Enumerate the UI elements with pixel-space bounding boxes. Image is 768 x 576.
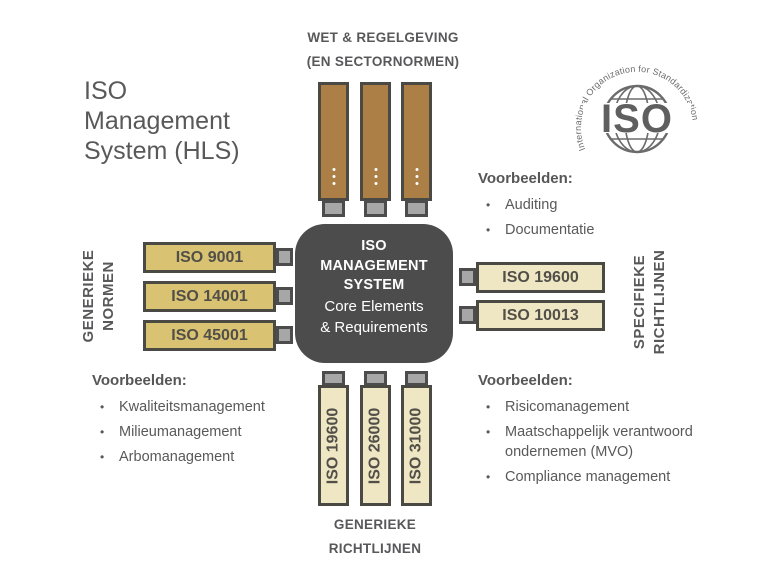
bullet-icon: •: [100, 400, 105, 414]
bullet-icon: •: [486, 198, 491, 212]
center-box-line: Core Elements: [324, 297, 424, 315]
center-box-line: MANAGEMENT: [320, 257, 428, 274]
list-item: • Milieumanagement: [92, 422, 362, 442]
list-item-text: Compliance management: [505, 469, 671, 485]
bottom-axis-line1: GENERIEKE: [333, 517, 417, 532]
list-item-text: Arbomanagement: [119, 449, 235, 465]
left-bar-iso-9001: ISO 9001: [143, 242, 276, 273]
right-connector-2: [459, 306, 476, 324]
examples-heading: Voorbeelden:: [478, 372, 573, 389]
bullet-icon: •: [100, 425, 105, 439]
center-box-line: & Requirements: [320, 318, 428, 336]
right-bar-iso-10013: ISO 10013: [476, 300, 605, 331]
ellipsis-dots-icon: [415, 168, 418, 185]
page-title: ISO Management System (HLS): [84, 76, 240, 166]
top-axis-line1: WET & REGELGEVING: [307, 30, 459, 45]
bottom-connector-2: [364, 371, 387, 386]
bullet-icon: •: [486, 400, 491, 414]
left-connector-1: [276, 248, 293, 266]
left-group-label-line1: GENERIEKE: [80, 249, 97, 343]
right-bar-label: ISO 19600: [502, 268, 579, 286]
page-title-line: ISO: [84, 77, 128, 105]
ellipsis-dots-icon: [332, 168, 335, 185]
top-connector-1: [322, 200, 345, 217]
list-item-text: Milieumanagement: [119, 424, 242, 440]
iso-logo-text: ISO: [601, 97, 673, 141]
examples-heading: Voorbeelden:: [478, 170, 573, 187]
bottom-bar-label: ISO 26000: [366, 407, 384, 484]
bottom-bar-iso-26000: ISO 26000: [360, 385, 391, 506]
bullet-icon: •: [486, 470, 491, 484]
right-bar-iso-19600: ISO 19600: [476, 262, 605, 293]
right-connector-1: [459, 268, 476, 286]
top-axis-label: WET & REGELGEVING (EN SECTORNORMEN): [233, 26, 533, 74]
left-group-label: GENERIEKE NORMEN: [79, 216, 119, 376]
left-bar-label: ISO 14001: [171, 287, 248, 305]
iso-logo: International Organization for Standardi…: [573, 64, 700, 154]
bottom-connector-1: [322, 371, 345, 386]
list-item: • Kwaliteitsmanagement: [92, 397, 362, 417]
list-item-text: Maatschappelijk verantwoord ondernemen (…: [505, 424, 693, 460]
list-item: • Auditing: [478, 195, 698, 215]
list-item: • Arbomanagement: [92, 447, 362, 467]
left-connector-3: [276, 326, 293, 344]
examples-heading: Voorbeelden:: [92, 372, 187, 389]
top-connector-3: [405, 200, 428, 217]
left-group-label-line2: NORMEN: [100, 261, 117, 331]
center-box-line: SYSTEM: [343, 277, 405, 293]
bottom-bar-label: ISO 31000: [407, 407, 425, 484]
list-item: • Compliance management: [478, 467, 730, 487]
bullet-icon: •: [486, 223, 491, 237]
ellipsis-dots-icon: [374, 168, 377, 185]
top-axis-line2: (EN SECTORNORMEN): [306, 54, 460, 69]
list-item-text: Kwaliteitsmanagement: [119, 399, 265, 415]
top-bar-2: [360, 82, 391, 201]
bottom-connector-3: [405, 371, 428, 386]
center-box-line: ISO: [361, 238, 387, 254]
bottom-axis-line2: RICHTLIJNEN: [328, 541, 422, 556]
bottom-axis-label: GENERIEKE RICHTLIJNEN: [225, 513, 525, 561]
bottom-bar-iso-19600: ISO 19600: [318, 385, 349, 506]
top-bar-3: [401, 82, 432, 201]
list-item: • Documentatie: [478, 220, 698, 240]
examples-bottom-right: Voorbeelden: • Risicomanagement • Maatsc…: [478, 372, 730, 492]
right-group-label-line1: SPECIFIEKE: [631, 254, 648, 350]
examples-top-right: Voorbeelden: • Auditing • Documentatie: [478, 170, 698, 245]
top-bar-1: [318, 82, 349, 201]
examples-bottom-left: Voorbeelden: • Kwaliteitsmanagement • Mi…: [92, 372, 362, 472]
list-item: • Risicomanagement: [478, 397, 730, 417]
right-group-label: SPECIFIEKE RICHTLIJNEN: [630, 222, 670, 382]
list-item-text: Auditing: [505, 197, 558, 213]
bottom-bar-iso-31000: ISO 31000: [401, 385, 432, 506]
top-connector-2: [364, 200, 387, 217]
bullet-icon: •: [486, 425, 491, 439]
left-connector-2: [276, 287, 293, 305]
bullet-icon: •: [100, 450, 105, 464]
left-bar-label: ISO 45001: [171, 326, 248, 344]
page-title-line: System (HLS): [84, 137, 240, 165]
left-bar-label: ISO 9001: [175, 248, 244, 266]
right-group-label-line2: RICHTLIJNEN: [651, 249, 668, 355]
left-bar-iso-45001: ISO 45001: [143, 320, 276, 351]
list-item: • Maatschappelijk verantwoord ondernemen…: [478, 422, 730, 462]
iso-logo-band: [583, 103, 691, 133]
page-title-line: Management: [84, 107, 230, 135]
center-box: ISO MANAGEMENT SYSTEM Core Elements & Re…: [295, 224, 453, 363]
list-item-text: Documentatie: [505, 222, 595, 238]
right-bar-label: ISO 10013: [502, 306, 579, 324]
list-item-text: Risicomanagement: [505, 399, 630, 415]
left-bar-iso-14001: ISO 14001: [143, 281, 276, 312]
